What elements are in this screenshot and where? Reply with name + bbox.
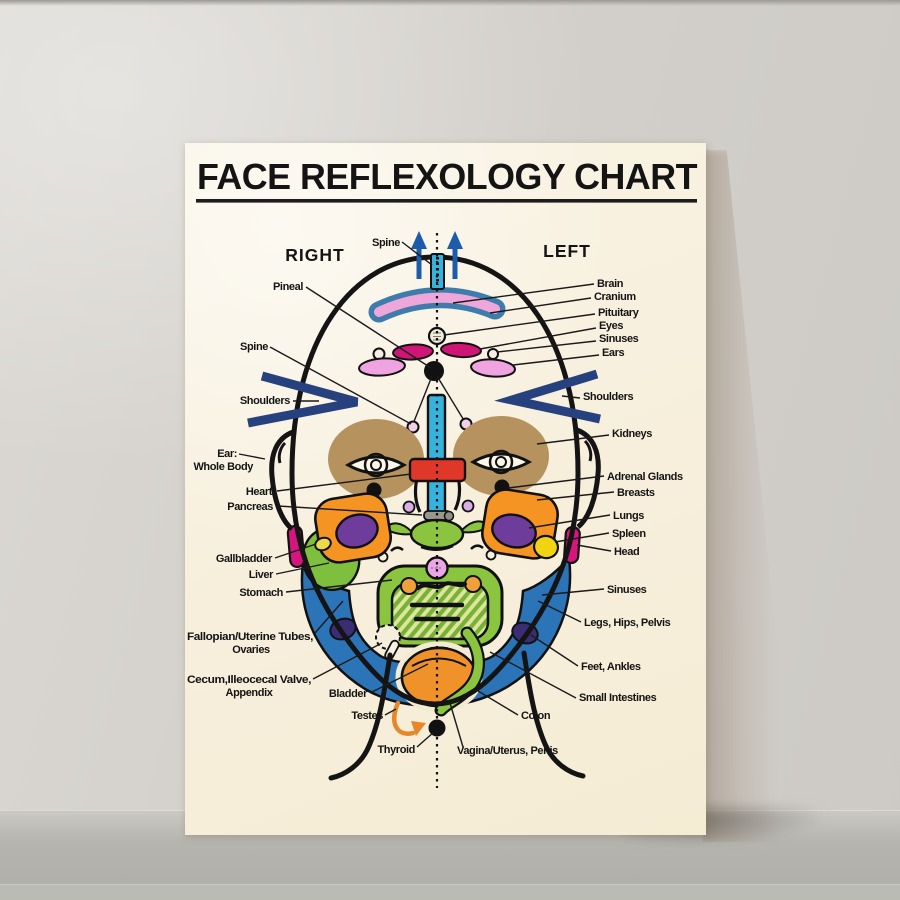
poster-artwork: FACE REFLEXOLOGY CHART RIGHT LEFT [187, 156, 698, 788]
label-eyes: Eyes [599, 320, 623, 332]
label-fallopian-2: Ovaries [232, 644, 270, 656]
label-bladder: Bladder [329, 688, 368, 700]
spine-up-arrow-icon [411, 231, 463, 279]
breast-lung-zones [314, 488, 559, 564]
title-underline [196, 199, 697, 203]
label-fallopian-1: Fallopian/Uterine Tubes, [187, 631, 313, 643]
leader-lines [238, 241, 615, 748]
label-vagina-uterus-penis: Vagina/Uterus, Penis [457, 745, 558, 757]
right-eye [469, 449, 533, 475]
label-shoulders-left: Shoulders [240, 395, 290, 407]
heart-band [408, 457, 467, 483]
label-head: Head [614, 546, 639, 558]
label-feet-ankles: Feet, Ankles [581, 661, 641, 673]
label-pancreas: Pancreas [227, 501, 273, 513]
header-right-side: RIGHT [285, 245, 344, 265]
brow-dot-connectors [412, 375, 466, 425]
pineal-center-dot [424, 361, 444, 381]
label-spine: Spine [240, 341, 268, 353]
label-sinuses-upper: Sinuses [599, 333, 639, 345]
label-spleen: Spleen [612, 528, 646, 540]
label-lungs: Lungs [613, 510, 644, 522]
label-breasts: Breasts [617, 487, 655, 499]
label-sinuses-lower: Sinuses [607, 584, 647, 596]
ears-zone-ovals [358, 357, 516, 378]
label-shoulders-right: Shoulders [583, 391, 633, 403]
label-brain: Brain [597, 278, 624, 290]
label-pituitary: Pituitary [598, 307, 640, 319]
label-legs-hips-pelvis: Legs, Hips, Pelvis [584, 617, 671, 629]
label-heart: Heart [246, 486, 273, 498]
shoulder-chevrons [247, 369, 601, 428]
pituitary-circle [427, 326, 447, 346]
left-eye [344, 452, 408, 478]
stomach-mouth-zone [376, 556, 504, 648]
face-outline [269, 254, 601, 781]
label-small-intestines: Small Intestines [579, 692, 657, 704]
eyes-zone-ovals [392, 341, 482, 361]
label-adrenal-glands: Adrenal Glands [607, 471, 683, 483]
label-cecum-2: Appendix [226, 687, 274, 699]
label-colon: Colon [521, 710, 551, 722]
label-stomach: Stomach [239, 587, 283, 599]
photo-top-edge [0, 0, 900, 6]
label-cranium: Cranium [594, 291, 636, 303]
label-gallbladder: Gallbladder [216, 553, 273, 565]
spleen-zone [532, 534, 560, 560]
label-ear-whole-body-1: Ear: [217, 448, 237, 460]
label-testes: Testes [351, 710, 383, 722]
label-ear-whole-body-2: Whole Body [193, 461, 254, 473]
poster-title: FACE REFLEXOLOGY CHART [197, 156, 698, 197]
label-pineal: Pineal [273, 281, 303, 293]
header-left-side: LEFT [543, 241, 591, 261]
label-thyroid: Thyroid [377, 744, 415, 756]
label-kidneys: Kidneys [612, 428, 652, 440]
gallbladder-dot [314, 536, 332, 552]
face-reflexology-poster: FACE REFLEXOLOGY CHART RIGHT LEFT [185, 143, 706, 835]
label-cecum-1: Cecum,Illeocecal Valve, [187, 674, 311, 686]
labels-right-column: Brain Cranium Pituitary Eyes Sinuses Ear… [457, 278, 683, 757]
testes-arrow-icon [392, 700, 426, 736]
label-liver: Liver [249, 569, 274, 581]
floor-edge-strip [0, 884, 900, 900]
labels-left-column: Spine Pineal Spine Shoulders Ear: Whole … [187, 237, 415, 756]
label-ears: Ears [602, 347, 625, 359]
label-spine-top: Spine [372, 237, 400, 249]
